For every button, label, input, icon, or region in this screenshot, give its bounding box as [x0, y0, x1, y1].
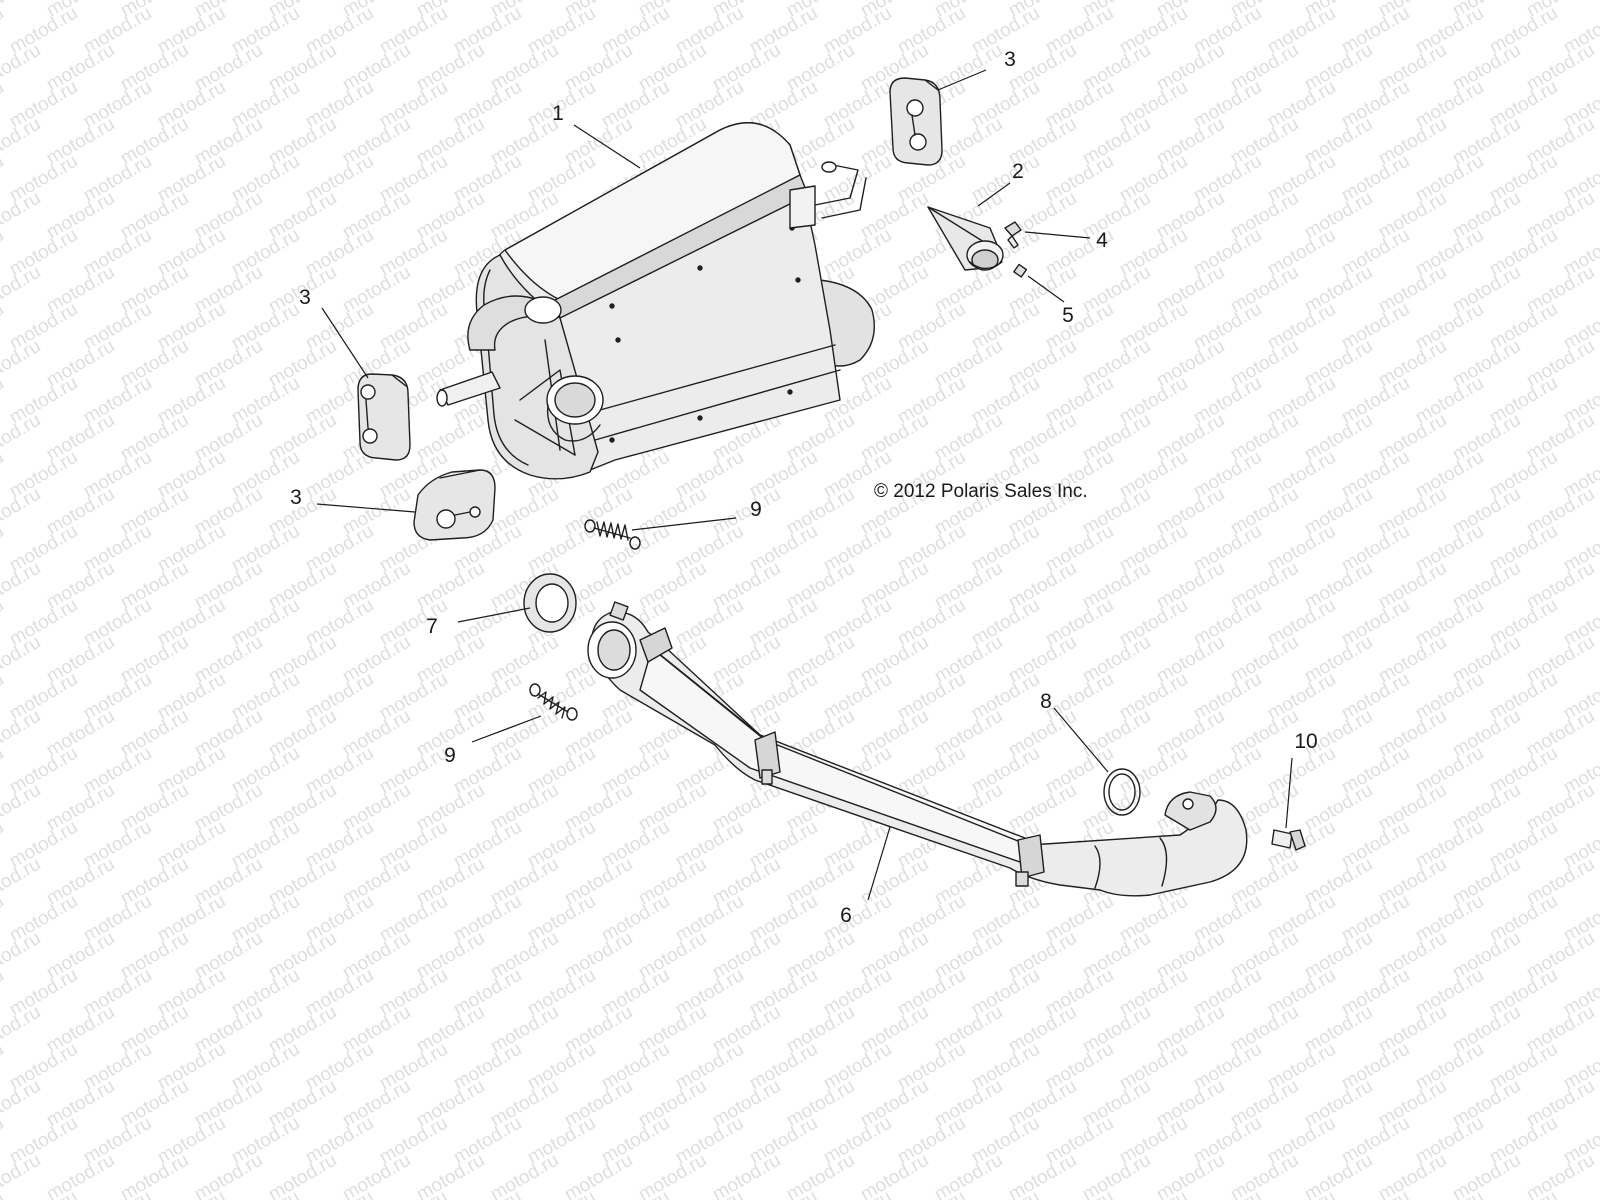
watermark-text: motod.ru — [0, 262, 44, 318]
callout-9-upper: 9 — [750, 498, 762, 521]
head-pipe-part — [587, 601, 1248, 897]
watermark-text: motod.ru — [0, 299, 7, 355]
grommet-part-top — [889, 77, 943, 166]
leader-lines — [316, 69, 1293, 901]
watermark-text: motod.ru — [709, 1150, 784, 1200]
watermark-text: motod.ru — [1079, 1150, 1154, 1200]
watermark-text: motod.ru — [783, 1150, 858, 1200]
watermark-text: motod.ru — [1227, 1150, 1302, 1200]
small-screw-part — [1013, 263, 1028, 278]
watermark-text: motod.ru — [0, 3, 7, 59]
callout-6: 6 — [840, 904, 852, 927]
callout-8: 8 — [1040, 690, 1052, 713]
watermark-text: motod.ru — [857, 1150, 932, 1200]
callout-9-lower: 9 — [444, 744, 456, 767]
muffler-part — [436, 122, 875, 480]
watermark-text: motod.ru — [0, 447, 7, 503]
callout-3-top: 3 — [1004, 48, 1016, 71]
watermark-text: motod.ru — [0, 1076, 44, 1132]
copyright-text: © 2012 Polaris Sales Inc. — [874, 481, 1088, 502]
watermark-text: motod.ru — [0, 1002, 44, 1058]
callout-10: 10 — [1294, 730, 1317, 753]
watermark-text: motod.ru — [0, 595, 7, 651]
watermark-text: motod.ru — [0, 669, 7, 725]
callout-2: 2 — [1012, 160, 1024, 183]
bolt-part — [1271, 829, 1306, 851]
watermark-text: motod.ru — [0, 188, 44, 244]
watermark-text: motod.ru — [1301, 1150, 1376, 1200]
callout-5: 5 — [1062, 304, 1074, 327]
grommet-part-left — [357, 373, 411, 461]
watermark-text: motod.ru — [931, 1150, 1006, 1200]
screw-part — [1004, 221, 1022, 249]
watermark-text: motod.ru — [1523, 1150, 1598, 1200]
watermark-text: motod.ru — [0, 817, 7, 873]
watermark-text: motod.ru — [0, 632, 44, 688]
callout-labels: 1 2 3 3 3 4 5 6 7 8 9 9 10 — [290, 48, 1318, 927]
watermark-text: motod.ru — [0, 40, 44, 96]
watermark-text: motod.ru — [0, 743, 7, 799]
watermark-text: motod.ru — [1449, 1150, 1524, 1200]
watermark-text: motod.ru — [413, 1150, 488, 1200]
watermark-text: motod.ru — [265, 1150, 340, 1200]
watermark-text: motod.ru — [0, 854, 44, 910]
grommet-part-bottom — [413, 469, 496, 541]
watermark-text: motod.ru — [0, 0, 44, 21]
watermark-text: motod.ru — [0, 780, 44, 836]
watermark-text: motod.ru — [0, 706, 44, 762]
watermark-text: motod.ru — [1153, 1150, 1228, 1200]
watermark-text: motod.ru — [0, 965, 7, 1021]
watermark-text: motod.ru — [0, 336, 44, 392]
watermark-text: motod.ru — [0, 373, 7, 429]
watermark-text: motod.ru — [487, 1150, 562, 1200]
watermark-text: motod.ru — [0, 225, 7, 281]
watermark-text: motod.ru — [191, 1150, 266, 1200]
watermark-text: motod.ru — [1560, 1187, 1600, 1200]
watermark-text: motod.ru — [635, 1150, 710, 1200]
callout-3-left: 3 — [299, 286, 311, 309]
watermark-text: motod.ru — [1375, 1150, 1450, 1200]
callout-1: 1 — [552, 102, 564, 125]
callout-7: 7 — [426, 615, 438, 638]
watermark-text: motod.ru — [43, 1150, 118, 1200]
o-ring-part — [1103, 768, 1141, 816]
watermark-text: motod.ru — [0, 1150, 44, 1200]
watermark-text: motod.ru — [0, 1113, 7, 1169]
callout-3-bottom: 3 — [290, 486, 302, 509]
watermark-text: motod.ru — [0, 928, 44, 984]
watermark-text: motod.ru — [0, 77, 7, 133]
watermark-text: motod.ru — [0, 891, 7, 947]
callout-4: 4 — [1096, 229, 1108, 252]
watermark-text: motod.ru — [0, 521, 7, 577]
watermark-text: motod.ru — [0, 484, 44, 540]
spark-arrestor-part — [927, 206, 1004, 271]
watermark-text: motod.ru — [117, 1150, 192, 1200]
watermark-text: motod.ru — [0, 114, 44, 170]
watermark-text: motod.ru — [1005, 1150, 1080, 1200]
watermark-text: motod.ru — [0, 1039, 7, 1095]
watermark-text: motod.ru — [561, 1150, 636, 1200]
watermark-text: motod.ru — [0, 151, 7, 207]
spring-part-lower — [529, 683, 578, 721]
watermark-text: motod.ru — [0, 558, 44, 614]
watermark-text: motod.ru — [0, 410, 44, 466]
gasket-part — [523, 573, 577, 633]
spring-part-upper — [584, 519, 641, 550]
watermark-text: motod.ru — [339, 1150, 414, 1200]
